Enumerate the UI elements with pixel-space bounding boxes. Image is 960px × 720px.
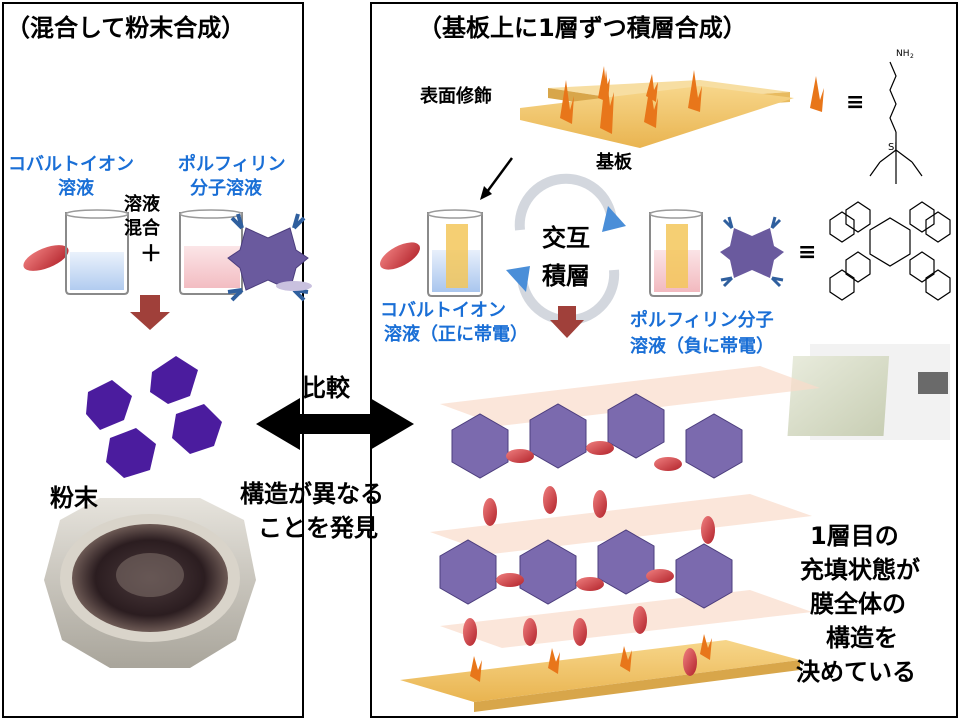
compare-label: 比較	[302, 374, 350, 402]
aminosilane-structure	[869, 61, 923, 184]
cobalt-solution-right-2: 溶液（正に帯電）	[384, 324, 528, 345]
right-panel-title: （基板上に1層ずつ積層合成）	[418, 14, 747, 42]
porphyrin-molecule	[227, 213, 309, 302]
surface-mod-label: 表面修飾	[420, 86, 492, 107]
compare-double-arrow	[256, 398, 414, 450]
equiv-symbol-top: ≡	[846, 90, 865, 115]
film-photo	[787, 344, 950, 440]
conclusion-line-3: 膜全体の	[810, 590, 906, 618]
porphyrin-solution-right-2: 溶液（負に帯電）	[630, 336, 774, 357]
porphyrin-solution-label-2: 分子溶液	[190, 178, 262, 199]
finding-label-1: 構造が異なる	[240, 480, 384, 508]
cobalt-ion-ellipse	[23, 245, 69, 271]
porphyrin-solution-label-1: ポルフィリン	[178, 154, 286, 175]
cobalt-ions-layers	[463, 441, 715, 676]
mix-label-2: 混合	[124, 218, 160, 239]
nh2-sub: 2	[910, 53, 914, 60]
conclusion-line-5: 決めている	[796, 658, 916, 686]
cobalt-beaker-right	[427, 209, 483, 297]
conclusion-line-4: 構造を	[826, 624, 898, 652]
porphyrin-beaker	[179, 209, 243, 295]
nh2-label: NH	[896, 49, 910, 59]
cobalt-solution-right-1: コバルトイオン	[380, 300, 506, 321]
powder-dish-photo	[44, 498, 256, 668]
mix-label-1: 溶液	[124, 194, 160, 215]
cobalt-ion-ellipse-right	[380, 242, 420, 270]
left-panel-title: （混合して粉末合成）	[6, 14, 246, 42]
plus-sign: ＋	[140, 242, 163, 267]
alternating-label-1: 交互	[542, 224, 590, 252]
conclusion-line-1: 1層目の	[810, 522, 899, 550]
purple-cubes	[86, 356, 222, 478]
shadow-ellipse	[276, 281, 312, 291]
powder-label: 粉末	[50, 484, 98, 512]
finding-label-2: ことを発見	[258, 514, 378, 542]
substrate-to-beaker-arrow	[482, 157, 514, 197]
cobalt-beaker	[65, 209, 129, 295]
bottom-surface-spikes	[470, 634, 712, 682]
porphyrin-solution-right-1: ポルフィリン分子	[630, 310, 774, 331]
down-arrow-right	[550, 306, 584, 338]
down-arrow-left	[130, 295, 170, 330]
substrate-label: 基板	[596, 152, 632, 173]
si-label: Si	[888, 142, 897, 153]
cobalt-solution-label-1: コバルトイオン	[8, 154, 134, 175]
porphyrin-beaker-right	[649, 209, 703, 297]
conclusion-line-2: 充填状態が	[800, 556, 920, 584]
porphyrin-layer-top	[451, 393, 743, 479]
porphyrin-structure	[829, 201, 951, 301]
cobalt-solution-label-2: 溶液	[58, 178, 94, 199]
porphyrin-molecule-right	[720, 216, 784, 288]
porphyrin-layer-bottom	[439, 529, 733, 609]
equiv-symbol-middle: ≡	[798, 240, 817, 265]
alternating-label-2: 積層	[542, 262, 590, 290]
surface-spikes	[560, 66, 824, 134]
